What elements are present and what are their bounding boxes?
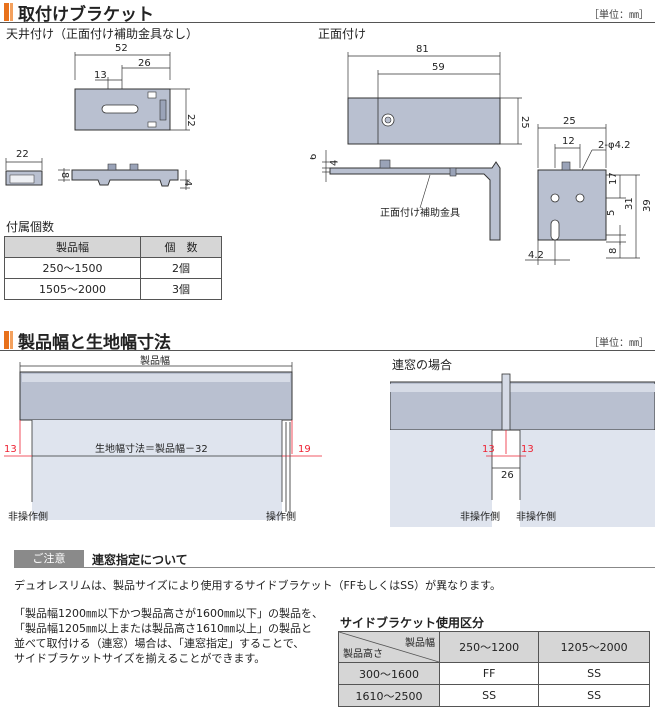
dim-8b: 8 — [608, 248, 619, 254]
unit-label: ［単位：㎜］ — [589, 338, 649, 349]
table-row: 1610～2500 SS SS — [338, 684, 650, 707]
left-offset: 13 — [4, 444, 17, 455]
note-rule — [14, 567, 655, 568]
section-header-bracket: 取付けブラケット ［単位：㎜］ — [0, 0, 655, 25]
table-corner: 製品幅 製品高さ — [338, 631, 440, 663]
joint-right-offset: 13 — [521, 444, 534, 455]
dim-22-vertical: 22 — [185, 114, 196, 127]
section-accent — [4, 3, 9, 21]
ceiling-mount-label: 天井付け（正面付け補助金具なし） — [6, 27, 199, 41]
section-accent-light — [10, 331, 13, 349]
joint-non-operating-right: 非操作側 — [516, 510, 556, 523]
table-cell: SS — [538, 662, 650, 685]
operating-side: 操作側 — [266, 510, 296, 523]
table-cell: 3個 — [140, 278, 222, 300]
table-row: 250～1500 2個 — [4, 257, 222, 279]
joint-non-operating-left: 非操作側 — [460, 510, 500, 523]
dim-31: 31 — [624, 197, 635, 210]
table-row: 1505～2000 3個 — [4, 278, 222, 300]
note-para-1: 「製品幅1200㎜以下かつ製品高さが1600㎜以下」の製品を、 — [14, 607, 323, 620]
unit-label: ［単位：㎜］ — [589, 10, 649, 21]
non-operating-side: 非操作側 — [8, 510, 48, 523]
table-cell: 1505～2000 — [4, 278, 141, 300]
table-cell: SS — [438, 684, 540, 707]
section-title: 取付けブラケット — [18, 5, 154, 25]
note-title: 連窓指定について — [92, 553, 188, 567]
note-para-3: 並べて取付ける（連窓）場合は、「連窓指定」することで、 — [14, 637, 305, 650]
cloth-width-formula: 生地幅寸法＝製品幅－32 — [95, 442, 208, 455]
table-cell: FF — [438, 662, 540, 685]
dim-4: 4 — [182, 180, 193, 186]
table-row: 300～1600 FF SS — [338, 662, 650, 685]
dim-25-horizontal: 25 — [563, 116, 576, 127]
table-header-row: 製品幅 製品高さ 250～1200 1205～2000 — [338, 631, 650, 663]
dim-22-horizontal: 22 — [16, 149, 29, 160]
joint-gap: 26 — [501, 470, 514, 481]
corner-diagonal — [339, 632, 439, 662]
table-cell: 2個 — [140, 257, 222, 279]
table-header-row: 製品幅 個 数 — [4, 236, 222, 258]
table-header: 1205～2000 — [538, 631, 650, 663]
corner-top-label: 製品幅 — [405, 638, 435, 649]
accessory-title: 付属個数 — [6, 220, 55, 234]
table-cell: SS — [538, 684, 650, 707]
section-header-width: 製品幅と生地幅寸法 ［単位：㎜］ — [0, 328, 655, 353]
section-accent — [4, 331, 9, 349]
section-title: 製品幅と生地幅寸法 — [18, 333, 171, 353]
table-row-label: 300～1600 — [338, 662, 440, 685]
front-mount-label: 正面付け — [318, 27, 367, 41]
section-rule — [0, 350, 655, 351]
table-cell: 250～1500 — [4, 257, 141, 279]
dim-81: 81 — [416, 44, 429, 55]
dim-8: 8 — [59, 172, 70, 178]
caution-badge: ご注意 — [14, 550, 84, 567]
dim-39: 39 — [642, 199, 653, 212]
dim-12: 12 — [562, 136, 575, 147]
table-row-label: 1610～2500 — [338, 684, 440, 707]
note-line1: デュオレスリムは、製品サイズにより使用するサイドブラケット（FFもしくはSS）が… — [14, 579, 501, 592]
dim-5: 5 — [606, 210, 617, 216]
width-diagram: 製品幅 生地幅寸法＝製品幅－32 13 19 非操作側 操作側 — [4, 354, 322, 523]
front-bracket-drawing: 81 59 25 6 4 正面付け補助金具 25 12 2-φ4.2 17 31… — [310, 44, 653, 265]
hole-spec: 2-φ4.2 — [598, 140, 630, 151]
note-para-4: サイドブラケットサイズを揃えることができます。 — [14, 652, 266, 665]
joint-diagram: 13 13 26 非操作側 非操作側 — [390, 373, 655, 527]
joint-left-offset: 13 — [482, 444, 495, 455]
dim-52: 52 — [115, 43, 128, 54]
section-rule — [0, 22, 655, 23]
accessory-table: 製品幅 個 数 250～1500 2個 1505～2000 3個 — [4, 236, 222, 300]
side-bracket-title: サイドブラケット使用区分 — [340, 616, 485, 630]
section-accent-light — [10, 3, 13, 21]
dim-4-2: 4.2 — [528, 250, 544, 261]
side-bracket-table: 製品幅 製品高さ 250～1200 1205～2000 300～1600 FF … — [338, 631, 650, 707]
aux-bracket-label: 正面付け補助金具 — [380, 206, 460, 219]
table-header: 個 数 — [140, 236, 222, 258]
dim-26: 26 — [138, 58, 151, 69]
note-para-2: 「製品幅1205㎜以上または製品高さ1610㎜以上」の製品と — [14, 622, 312, 635]
table-header: 250～1200 — [438, 631, 540, 663]
dim-6: 6 — [310, 154, 319, 160]
corner-bottom-label: 製品高さ — [343, 649, 383, 660]
dim-4b: 4 — [329, 160, 340, 166]
joint-title: 連窓の場合 — [392, 358, 453, 372]
dim-13: 13 — [94, 70, 107, 81]
product-width-label: 製品幅 — [140, 354, 170, 367]
ceiling-bracket-drawing: 52 26 13 22 22 8 4 — [5, 43, 196, 190]
dim-59: 59 — [432, 62, 445, 73]
table-header: 製品幅 — [4, 236, 141, 258]
dim-25-vertical: 25 — [519, 116, 530, 129]
right-offset: 19 — [298, 444, 311, 455]
dim-17: 17 — [608, 172, 619, 185]
